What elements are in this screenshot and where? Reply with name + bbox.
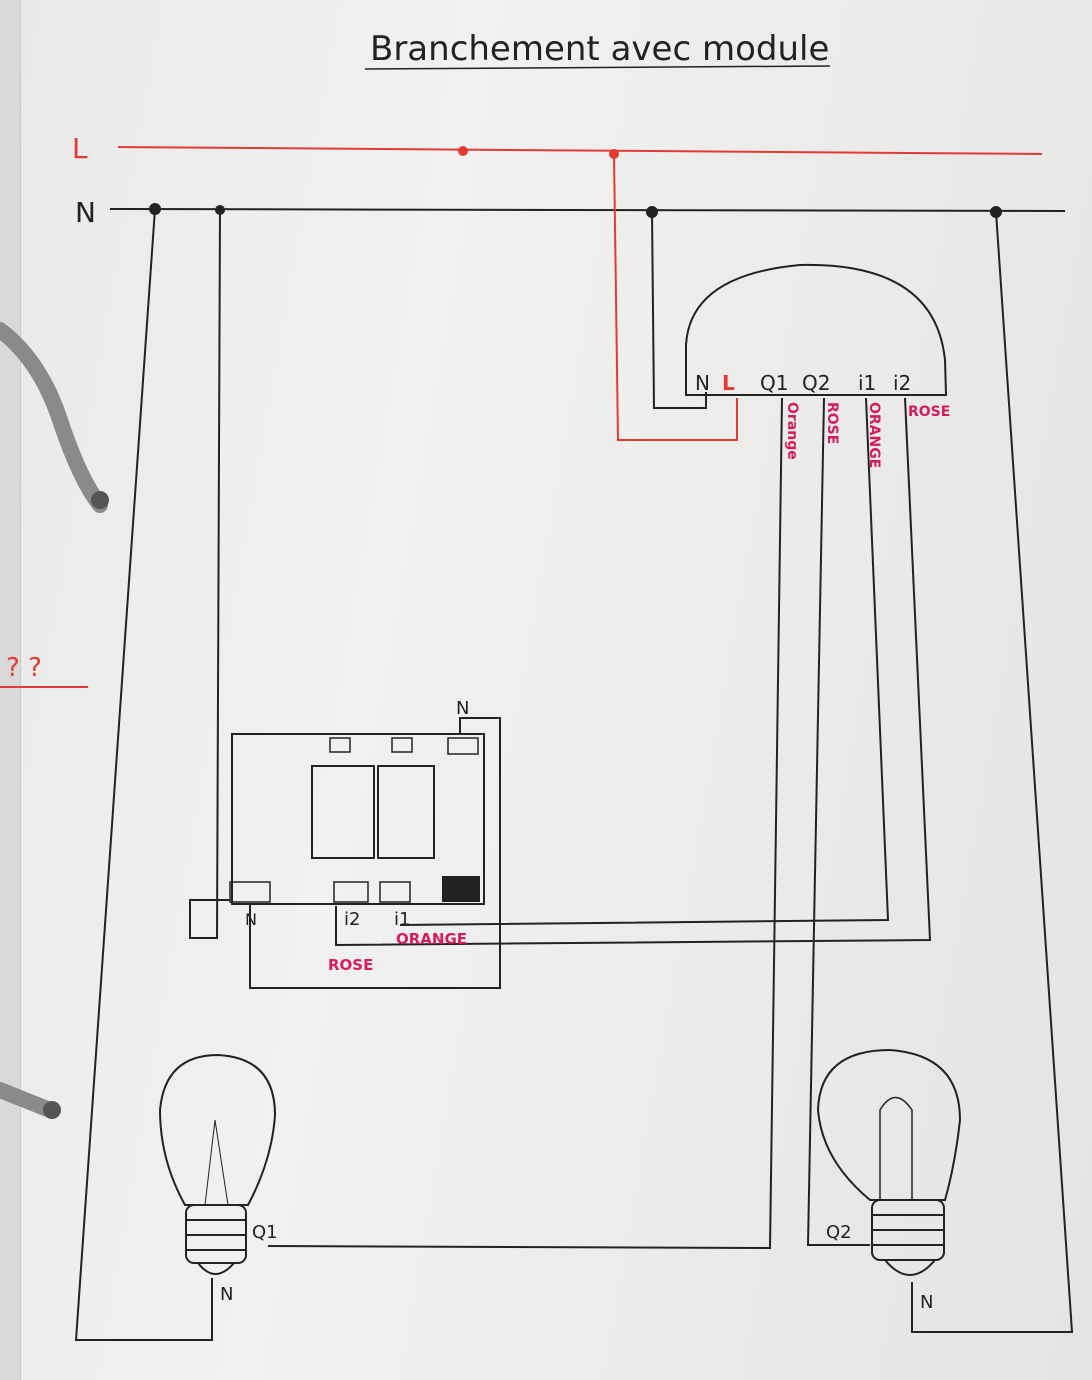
module-box (685, 263, 948, 396)
lamp2-q-label: Q2 (826, 1222, 852, 1243)
module-terminal-i2: i2 (893, 371, 911, 395)
wire-label-rose: ROSE (824, 402, 840, 444)
i2-wire (335, 397, 932, 947)
module-terminal-q1: Q1 (760, 371, 788, 395)
light-bulb-icon (158, 1053, 277, 1275)
paper-sheet (20, 0, 1092, 1380)
module-terminal-q2: Q2 (802, 371, 830, 395)
margin-note: ? ? (6, 653, 42, 683)
neutral-line-label: N (75, 196, 96, 229)
live-line-label: L (72, 132, 88, 165)
wire-label-rose-i2: ROSE (908, 404, 950, 420)
switch-terminal-i1: i1 (394, 909, 410, 930)
title-underline (364, 65, 831, 70)
lamp1-neutral-wire (74, 208, 213, 1341)
switch-wire-label-rose: ROSE (328, 956, 373, 974)
switch-neutral-label: N (456, 698, 469, 719)
wire-label-orange: Orange (784, 402, 800, 460)
wire-label-orange-i1: ORANGE (866, 402, 882, 468)
switch-wire-label-orange: ORANGE (396, 930, 467, 948)
live-line (117, 146, 1043, 155)
switch-neutral-wire (249, 717, 501, 989)
q2-wire (806, 397, 870, 1246)
switch-feed-wire (189, 209, 230, 939)
q1-wire (267, 397, 783, 1250)
light-bulb-icon (816, 1048, 962, 1276)
neutral-to-module-wire (651, 211, 707, 409)
binder-ring-icon (0, 322, 109, 513)
lamp2-n-label: N (920, 1292, 933, 1313)
neutral-line (109, 208, 1066, 212)
switch-terminal-i2: i2 (344, 909, 360, 930)
module-terminal-i1: i1 (858, 371, 876, 395)
i1-wire (399, 397, 890, 926)
module-terminal-l: L (722, 371, 735, 395)
switch-terminal-n: N (245, 910, 257, 929)
switch-box (229, 733, 485, 905)
live-to-module-wire (613, 153, 738, 441)
lamp1-q-label: Q1 (252, 1222, 278, 1243)
binder-ring-icon (0, 1082, 61, 1119)
diagram-title: Branchement avec module (370, 29, 829, 69)
module-terminal-n: N (695, 371, 710, 395)
live-junction (458, 146, 468, 156)
lamp2-neutral-wire (911, 211, 1074, 1333)
lamp1-n-label: N (220, 1284, 233, 1305)
